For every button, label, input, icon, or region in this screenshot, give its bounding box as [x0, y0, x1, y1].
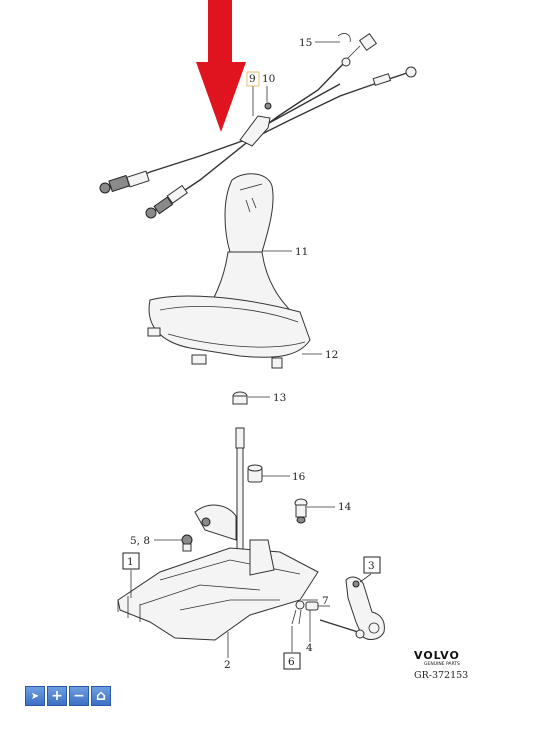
callout-14: 14	[338, 501, 352, 513]
callout-12: 12	[325, 349, 338, 361]
shift-bushing	[232, 391, 248, 405]
viewer-toolbar: ➤ + − ⌂	[25, 686, 111, 706]
bracket-part-3	[319, 576, 385, 640]
svg-text:6: 6	[288, 656, 295, 668]
shift-lever-assembly	[117, 427, 319, 641]
leader-lines	[130, 41, 372, 658]
callout-11: 11	[295, 246, 308, 258]
cursor-icon[interactable]: ➤	[25, 686, 45, 706]
highlight-box-9	[246, 71, 260, 87]
red-arrow-icon	[196, 0, 246, 132]
diagram-reference: GR-372153	[414, 670, 468, 681]
shift-cables	[99, 32, 417, 219]
minus-icon[interactable]: −	[69, 686, 89, 706]
nut-part-16	[247, 464, 263, 483]
box-label-6: 6	[283, 652, 301, 670]
callout-15: 15	[299, 37, 312, 49]
brand-logo: VOLVO	[414, 649, 460, 662]
console-trim-plate	[147, 295, 311, 369]
callout-7: 7	[322, 595, 329, 607]
brand-tagline: GENUINE PARTS	[424, 661, 460, 667]
box-label-3: 3	[363, 556, 381, 574]
home-icon[interactable]: ⌂	[91, 686, 111, 706]
fasteners-part-7-4	[291, 600, 330, 625]
callout-5-8: 5, 8	[130, 535, 150, 547]
callout-9: 9	[249, 73, 256, 85]
clip-part-14	[294, 498, 308, 524]
svg-text:3: 3	[368, 560, 375, 572]
screw-part-5-8	[181, 534, 193, 552]
callout-13: 13	[273, 392, 286, 404]
plus-icon[interactable]: +	[47, 686, 67, 706]
box-label-1: 1	[122, 552, 140, 570]
callout-10: 10	[262, 73, 275, 85]
callout-2: 2	[224, 659, 231, 671]
callout-4: 4	[306, 642, 313, 654]
callout-16: 16	[292, 471, 306, 483]
gear-knob	[224, 173, 274, 253]
svg-text:1: 1	[127, 556, 134, 568]
